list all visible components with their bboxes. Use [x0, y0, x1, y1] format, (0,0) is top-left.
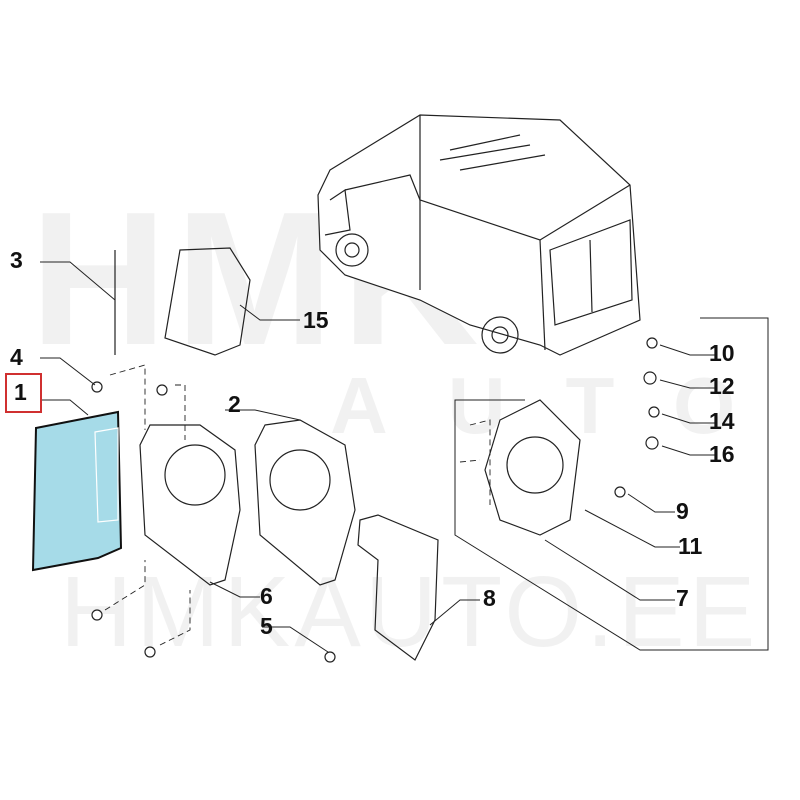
callout-8[interactable]: 8: [483, 585, 496, 611]
leader-lines: [40, 261, 769, 653]
van-illustration: [317, 114, 641, 356]
part-15-cover: [164, 247, 251, 356]
watermark-auto: AUTO: [330, 361, 796, 450]
screws: [91, 337, 660, 663]
highlight-box-part-1: [5, 373, 42, 413]
callout-14[interactable]: 14: [709, 408, 735, 434]
callout-15[interactable]: 15: [303, 307, 329, 333]
callout-3[interactable]: 3: [10, 247, 23, 273]
callout-6[interactable]: 6: [260, 583, 273, 609]
callout-10[interactable]: 10: [709, 340, 735, 366]
callout-16[interactable]: 16: [709, 441, 735, 467]
part-1-panel: [31, 410, 123, 572]
callout-1[interactable]: 1: [14, 379, 27, 405]
part-7-plate: [484, 399, 581, 536]
callout-5[interactable]: 5: [260, 613, 273, 639]
callout-11[interactable]: 11: [678, 533, 703, 559]
part-8-bracket: [357, 514, 439, 661]
callout-7[interactable]: 7: [676, 585, 689, 611]
dash-lines: [104, 364, 491, 646]
part-6-housing: [139, 424, 241, 586]
callout-2[interactable]: 2: [228, 391, 241, 417]
callout-9[interactable]: 9: [676, 498, 689, 524]
callout-4[interactable]: 4: [10, 344, 23, 370]
callout-12[interactable]: 12: [709, 373, 735, 399]
part-2-housing: [254, 419, 356, 586]
